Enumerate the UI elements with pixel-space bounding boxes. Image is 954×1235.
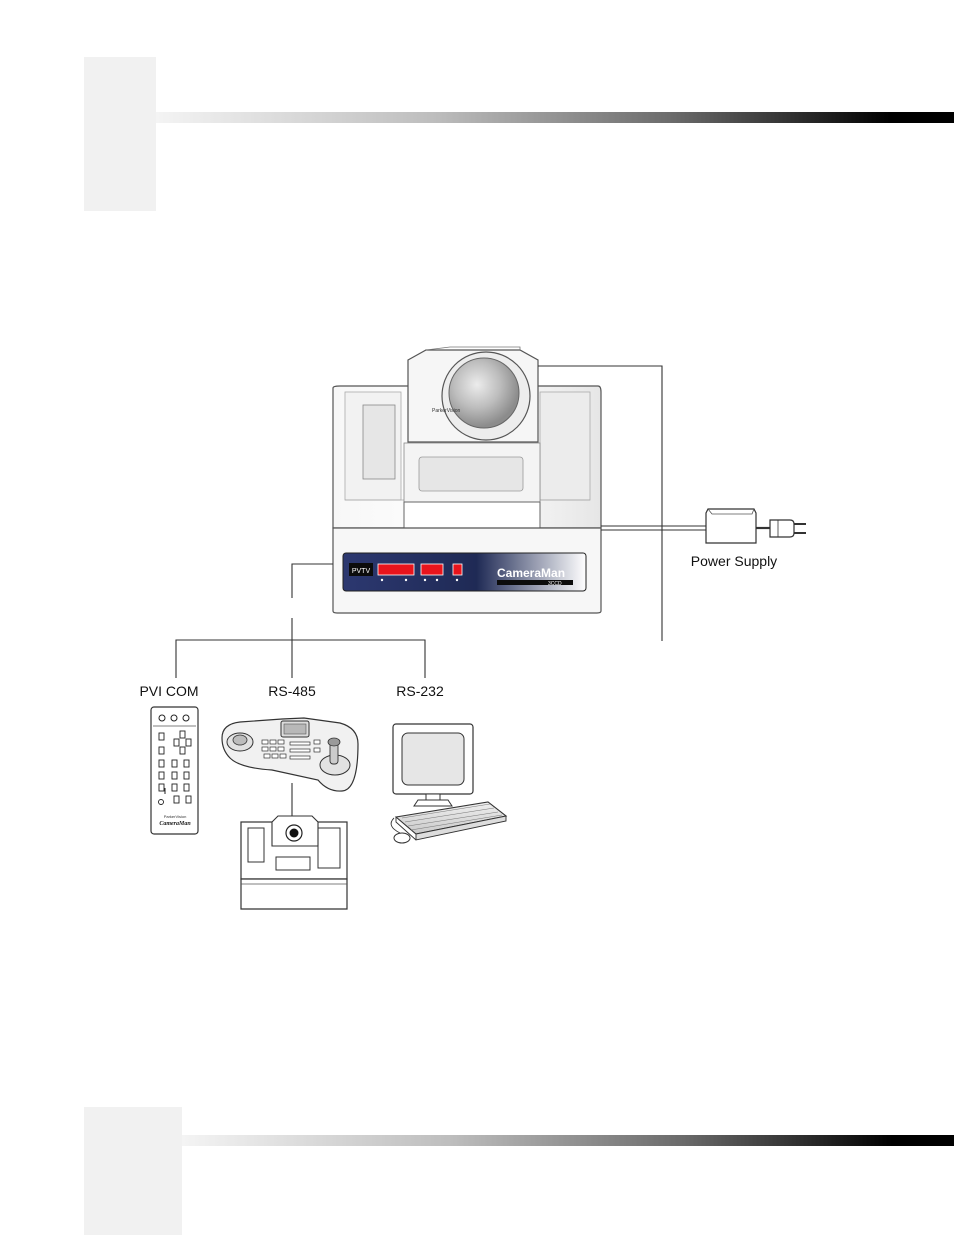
power-supply-label: Power Supply: [691, 553, 777, 569]
rs485-label: RS-485: [268, 683, 316, 699]
camera-brand-badge: PVTV: [352, 568, 371, 575]
camera-lens: [448, 357, 520, 429]
top-page-tab: [84, 57, 156, 211]
ir-remote-icon: ParkerVision CameraMan: [150, 706, 199, 835]
power-supply-icon: [705, 508, 806, 544]
bottom-gradient-rule: [182, 1135, 954, 1146]
camera-unit: ParkerVision PVTV CameraMan 3CCD: [332, 346, 602, 614]
rs232-label: RS-232: [396, 683, 444, 699]
remote-brand-line: ParkerVision: [164, 814, 187, 819]
panel-red-button-3: [452, 563, 463, 576]
joystick-controller-icon: [221, 717, 359, 792]
pvi-com-label: PVI COM: [139, 683, 198, 699]
video-cable: [538, 365, 663, 641]
power-cable: [601, 525, 770, 531]
camera-model-name: CameraMan: [497, 566, 565, 580]
remote-model-name: CameraMan: [159, 821, 191, 827]
camera-head-brand: ParkerVision: [432, 408, 460, 414]
secondary-camera-icon: [240, 815, 348, 910]
top-gradient-rule: [156, 112, 954, 123]
camera-model-sub: 3CCD: [548, 581, 562, 587]
computer-terminal-icon: [390, 723, 508, 844]
panel-red-button-2: [420, 563, 444, 576]
panel-red-button-1: [377, 563, 415, 576]
bottom-page-tab: [84, 1107, 182, 1235]
